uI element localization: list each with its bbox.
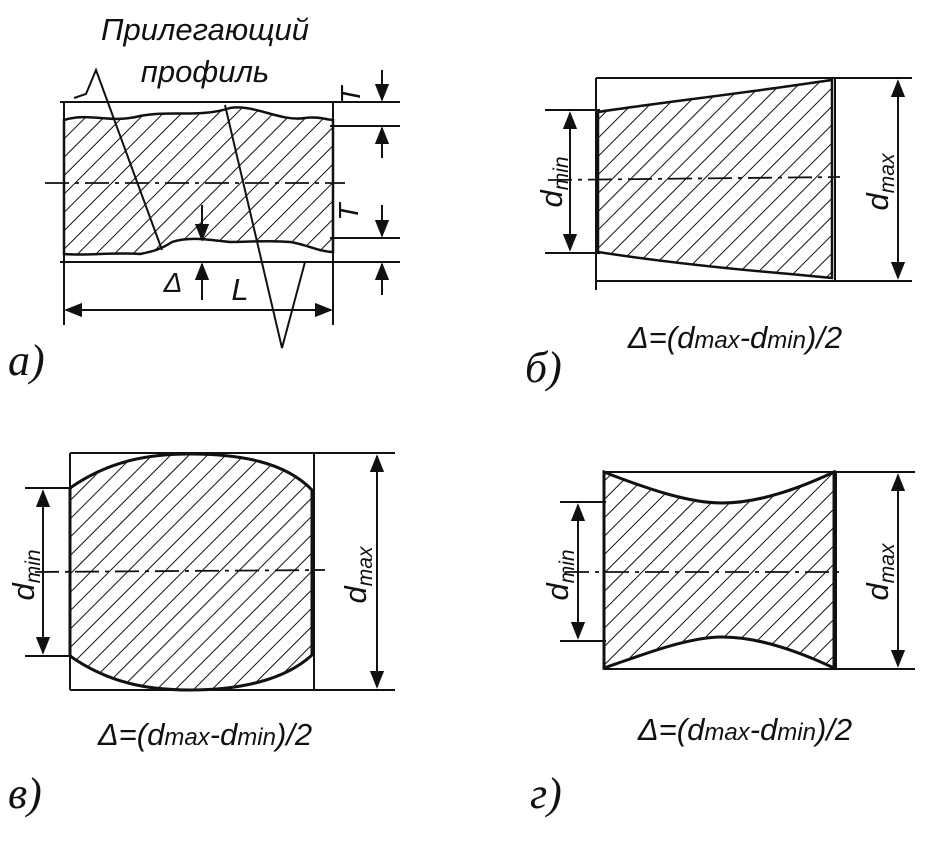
panel-v-formula: Δ=(dmax-dmin)/2: [97, 717, 312, 752]
panel-a-T-top-label: T: [335, 85, 366, 104]
panel-v-dmin-label: dmin: [6, 549, 45, 600]
panel-b-dmin-label: dmin: [534, 156, 573, 207]
panel-a-T-bottom-label: T: [333, 202, 364, 221]
panel-g-dmax-label: dmax: [860, 542, 899, 600]
panel-g-dmin-label: dmin: [540, 549, 579, 600]
panel-b-label: б): [525, 343, 562, 392]
panel-a-probe-left: [73, 67, 163, 251]
panel-a-label: а): [8, 336, 45, 385]
panel-v-label: в): [8, 769, 42, 818]
panel-g-label: г): [530, 769, 562, 818]
panel-b-centerline: [547, 176, 841, 181]
panel-v: dmin dmax Δ=(dmax-dmin)/2 в): [6, 452, 395, 818]
panel-v-body: [68, 452, 314, 692]
panel-v-dmax-label: dmax: [338, 545, 377, 603]
panel-a-L-label: L: [231, 272, 248, 307]
panel-a-delta-label: Δ: [163, 267, 183, 298]
panel-a-caption-line2: профиль: [141, 54, 269, 89]
panel-g: dmin dmax Δ=(dmax-dmin)/2 г): [530, 469, 915, 818]
panel-v-centerline: [34, 569, 326, 573]
panel-a-caption-line1: Прилегающий: [101, 12, 309, 47]
panel-g-body: [602, 469, 836, 671]
panel-a: Прилегающий профиль T T Δ L а): [8, 12, 400, 385]
panel-a-body: [62, 106, 335, 256]
panel-g-formula: Δ=(dmax-dmin)/2: [637, 712, 852, 747]
panel-b-dmax-label: dmax: [860, 152, 899, 210]
panel-b-formula: Δ=(dmax-dmin)/2: [627, 320, 842, 355]
panel-a-probe-right: [224, 104, 306, 349]
panel-b: dmin dmax Δ=(dmax-dmin)/2 б): [525, 77, 912, 392]
